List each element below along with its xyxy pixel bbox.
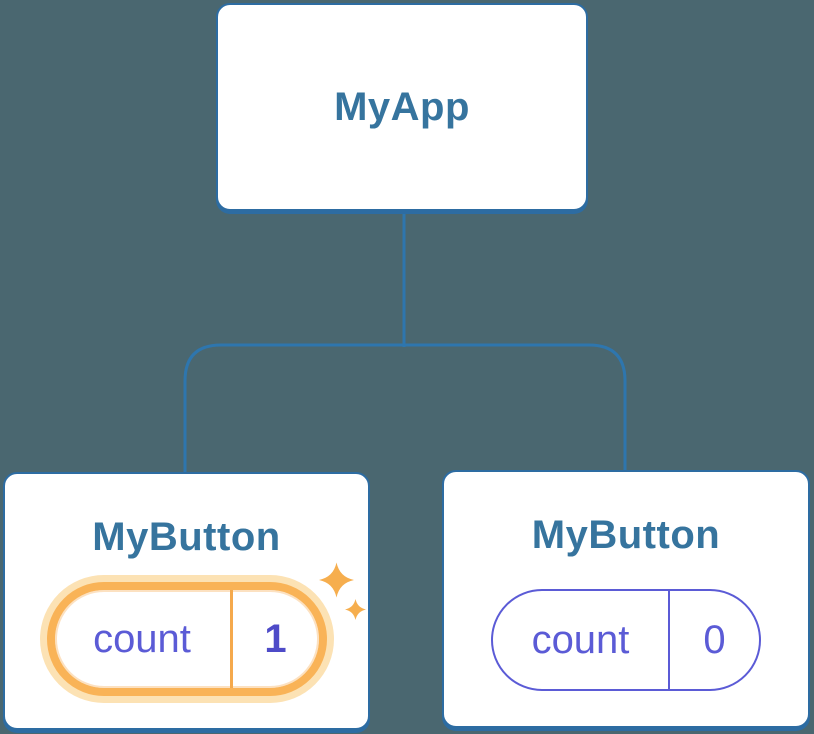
state-divider — [668, 591, 670, 689]
node-mybutton-right: MyButton count 0 — [442, 470, 810, 728]
state-value: 0 — [703, 617, 726, 662]
node-mybutton-left: MyButton count 1 — [3, 472, 370, 730]
sparkle-small-icon — [345, 599, 366, 620]
node-mybutton-right-label: MyButton — [531, 513, 721, 557]
connector-branches — [183, 343, 627, 482]
state-name: count — [93, 616, 191, 661]
state-badge-highlighted: count 1 — [46, 582, 327, 696]
node-myapp: MyApp — [216, 3, 588, 211]
sparkle-large-icon — [319, 562, 354, 598]
state-name: count — [531, 617, 630, 662]
state-badge: count 0 — [491, 589, 761, 691]
state-value: 1 — [264, 616, 287, 661]
node-myapp-label: MyApp — [334, 85, 470, 129]
state-divider — [229, 590, 233, 688]
node-mybutton-left-label: MyButton — [92, 515, 281, 559]
